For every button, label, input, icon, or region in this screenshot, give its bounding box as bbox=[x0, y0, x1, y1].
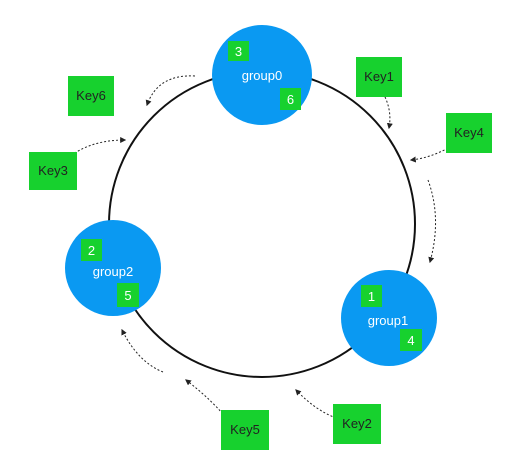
arrow-key4 bbox=[409, 147, 449, 163]
node-group0-badge-top-text: 3 bbox=[235, 44, 242, 59]
key-box-key2-rect bbox=[333, 404, 381, 444]
node-group1-badge-bottom-text: 4 bbox=[407, 333, 414, 348]
key-box-key3: Key3 bbox=[29, 152, 77, 190]
key-box-key5-rect bbox=[221, 410, 269, 450]
arrow-key2 bbox=[295, 389, 337, 419]
node-group0-badge-top bbox=[228, 41, 249, 61]
node-group1-badge-top bbox=[361, 285, 382, 307]
node-group2-badge-bottom-text: 5 bbox=[124, 288, 131, 303]
key-box-key3-rect bbox=[29, 152, 77, 190]
key-box-key4-rect bbox=[446, 113, 492, 153]
key-box-key2-label: Key2 bbox=[342, 416, 372, 431]
node-group0-badge-bottom bbox=[280, 88, 301, 110]
key-box-key6-rect bbox=[68, 76, 114, 116]
node-group1-badge-top-text: 1 bbox=[368, 289, 375, 304]
key-box-key5: Key5 bbox=[221, 410, 269, 450]
arrow-key5-next bbox=[121, 328, 164, 373]
node-group1-label: group1 bbox=[368, 313, 408, 328]
node-group2-badge-top-text: 2 bbox=[88, 243, 95, 258]
key-box-key6-label: Key6 bbox=[76, 88, 106, 103]
arrow-key1 bbox=[384, 96, 393, 130]
key-box-key1-rect bbox=[356, 57, 402, 97]
key-box-key1-label: Key1 bbox=[364, 69, 394, 84]
key-box-key2: Key2 bbox=[333, 404, 381, 444]
key-box-key4-label: Key4 bbox=[454, 125, 484, 140]
node-group0-label: group0 bbox=[242, 68, 282, 83]
node-group2-label: group2 bbox=[93, 264, 133, 279]
key-box-key4: Key4 bbox=[446, 113, 492, 153]
node-group2: 2 group2 5 bbox=[65, 220, 161, 316]
node-group2-badge-top bbox=[81, 239, 102, 261]
node-group1: 1 group1 4 bbox=[341, 270, 437, 366]
arrow-key4-next bbox=[427, 179, 436, 264]
key-box-key5-label: Key5 bbox=[230, 422, 260, 437]
key-box-key3-label: Key3 bbox=[38, 163, 68, 178]
key-box-key6: Key6 bbox=[68, 76, 114, 116]
node-group2-badge-bottom bbox=[117, 283, 139, 307]
node-group0: 3 group0 6 bbox=[212, 25, 312, 125]
node-group1-badge-bottom bbox=[400, 329, 422, 351]
key-box-key1: Key1 bbox=[356, 57, 402, 97]
node-group0-badge-bottom-text: 6 bbox=[287, 92, 294, 107]
